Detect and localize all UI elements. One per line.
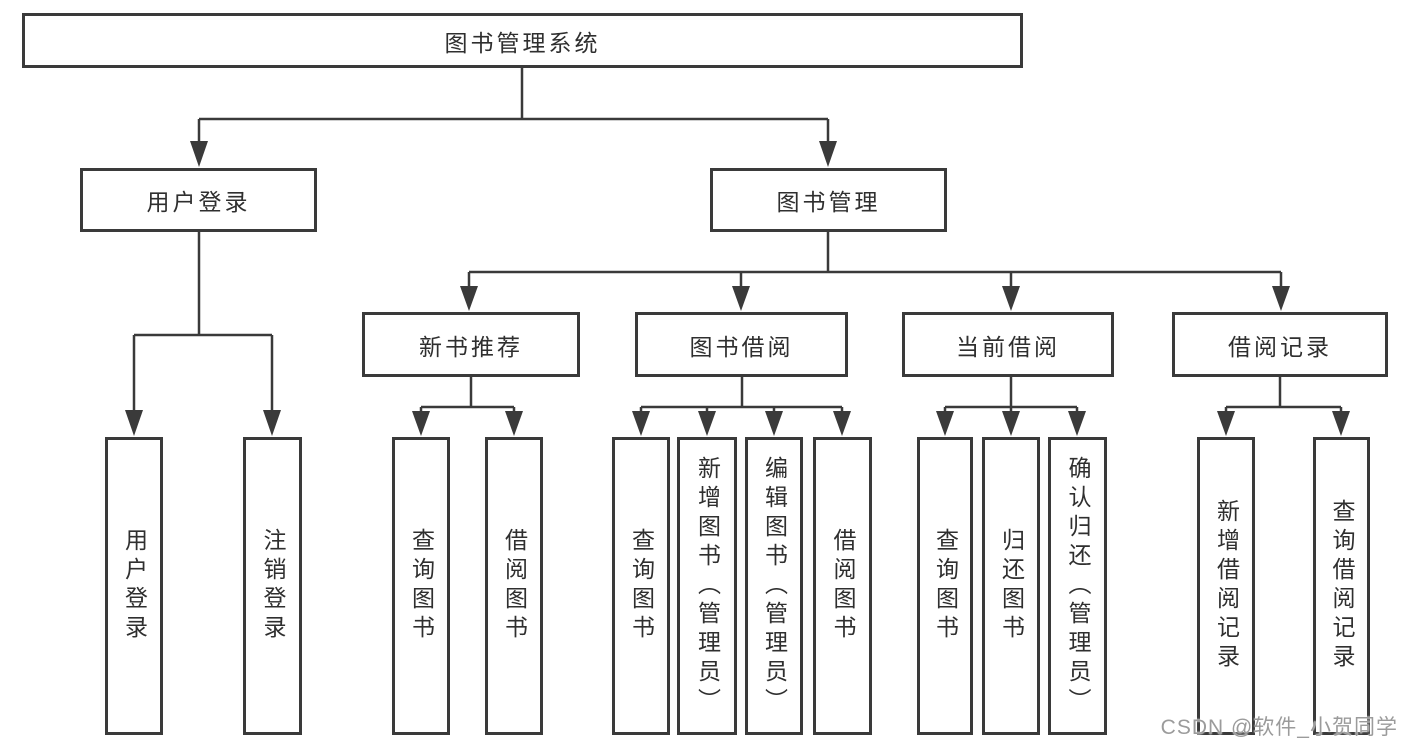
- leaf-label: 注销登录: [260, 528, 286, 644]
- leaf-add-books-admin: 新增图书（管理员）: [677, 437, 737, 735]
- leaf-query-books-1: 查询图书: [392, 437, 450, 735]
- leaf-label: 查询图书: [932, 528, 959, 644]
- leaf-label: 借阅图书: [830, 528, 856, 644]
- leaf-query-books-2: 查询图书: [612, 437, 670, 735]
- node-new-book-recommend: 新书推荐: [362, 312, 580, 377]
- arrowheads: [125, 141, 1350, 436]
- leaf-query-books-3: 查询图书: [917, 437, 973, 735]
- leaf-label: 新增图书（管理员）: [694, 455, 721, 717]
- leaf-add-borrow-record: 新增借阅记录: [1197, 437, 1255, 735]
- node-borrow-records: 借阅记录: [1172, 312, 1388, 377]
- leaf-label: 归还图书: [998, 528, 1025, 644]
- leaf-label: 新增借阅记录: [1213, 499, 1240, 673]
- node-current-borrow: 当前借阅: [902, 312, 1114, 377]
- leaf-label: 查询借阅记录: [1329, 499, 1355, 673]
- leaf-return-books: 归还图书: [982, 437, 1040, 735]
- leaf-label: 查询图书: [628, 528, 655, 644]
- leaf-confirm-return-admin: 确认归还（管理员）: [1048, 437, 1107, 735]
- leaf-label: 查询图书: [408, 528, 435, 644]
- node-book-management: 图书管理: [710, 168, 947, 232]
- leaf-edit-books-admin: 编辑图书（管理员）: [745, 437, 803, 735]
- leaf-label: 确认归还（管理员）: [1065, 455, 1091, 717]
- leaf-label: 编辑图书（管理员）: [761, 455, 788, 717]
- leaf-label: 借阅图书: [501, 528, 528, 644]
- leaf-user-login: 用户登录: [105, 437, 163, 735]
- csdn-watermark: CSDN @软件_小贺同学: [1160, 716, 1398, 739]
- node-root-library-system: 图书管理系统: [22, 13, 1023, 68]
- leaf-logout: 注销登录: [243, 437, 302, 735]
- leaf-borrow-books-2: 借阅图书: [813, 437, 872, 735]
- node-user-login: 用户登录: [80, 168, 317, 232]
- node-book-borrow: 图书借阅: [635, 312, 848, 377]
- leaf-query-borrow-record: 查询借阅记录: [1313, 437, 1370, 735]
- leaf-borrow-books-1: 借阅图书: [485, 437, 543, 735]
- leaf-label: 用户登录: [121, 528, 148, 644]
